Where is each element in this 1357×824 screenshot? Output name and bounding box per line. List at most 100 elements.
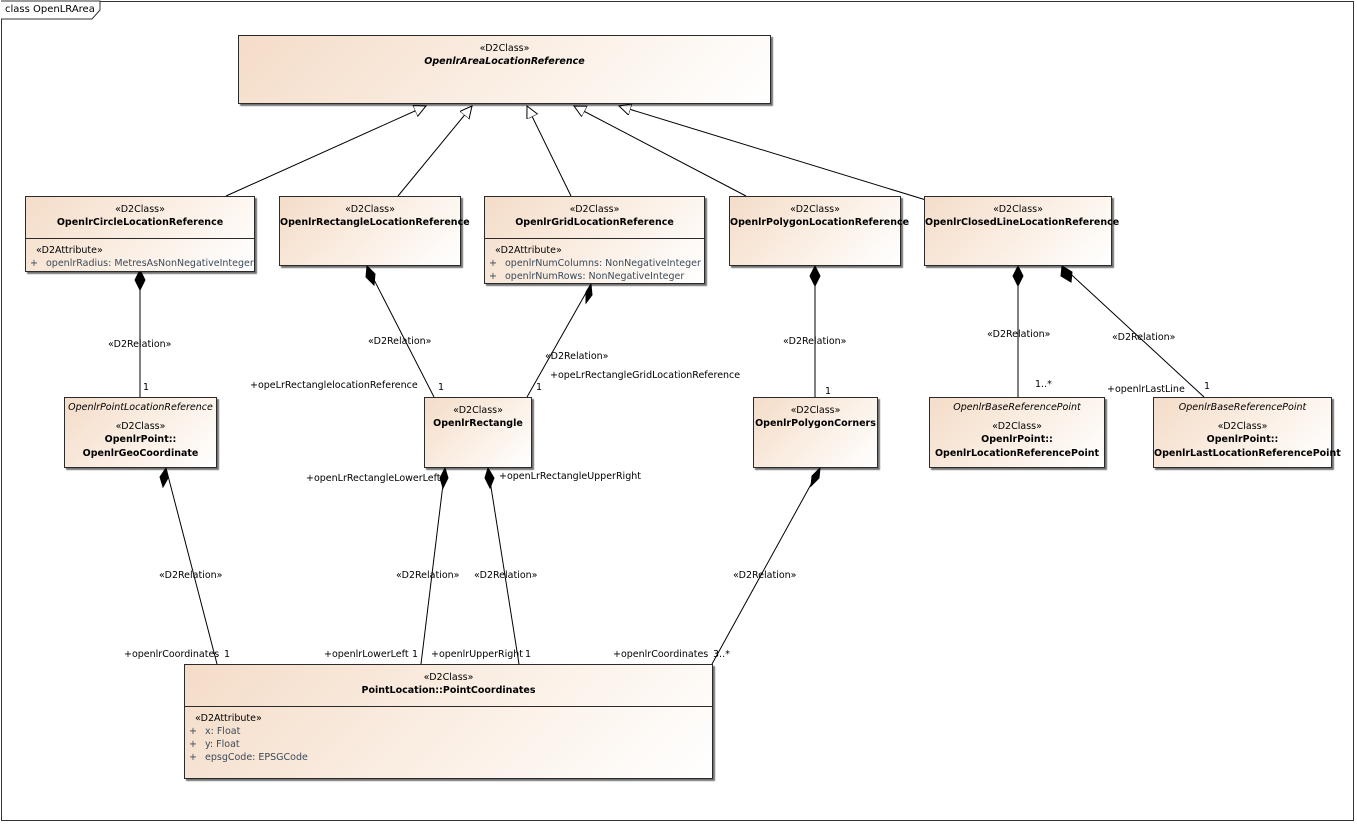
- class-name: PointLocation::PointCoordinates: [361, 685, 536, 696]
- class-point-coordinates[interactable]: «D2Class»PointLocation::PointCoordinates…: [184, 664, 713, 779]
- relation-label: «D2Relation»: [545, 351, 609, 362]
- attribute-row: +openlrNumColumns: NonNegativeInteger: [489, 258, 701, 269]
- class-openlr-polygon-location-reference[interactable]: «D2Class» OpenlrPolygonLocationReference: [729, 196, 910, 266]
- relation-label: «D2Relation»: [108, 339, 172, 350]
- multiplicity-label: 1: [438, 382, 445, 393]
- multiplicity-label: 1: [525, 649, 532, 660]
- attribute-row: +y: Float: [189, 739, 240, 750]
- class-name: OpenlrPoint:: OpenlrGeoCoordinate: [82, 434, 199, 459]
- class-name: OpenlrPolygonLocationReference: [730, 217, 910, 228]
- stereotype-label: «D2Class»: [453, 405, 503, 416]
- relation-label: «D2Relation»: [396, 570, 460, 581]
- multiplicity-label: 1: [825, 386, 832, 397]
- class-openlr-circle-location-reference[interactable]: «D2Class» OpenlrCircleLocationReference «…: [25, 196, 255, 272]
- class-openlr-polygon-corners[interactable]: «D2Class» OpenlrPolygonCorners: [753, 397, 878, 468]
- role-label: +opeLrRectanglelocationReference: [250, 380, 418, 391]
- multiplicity-label: 1: [224, 649, 231, 660]
- attribute-stereotype: «D2Attribute»: [36, 245, 103, 256]
- class-name: OpenlrPoint:: OpenlrLastLocationReferenc…: [1154, 434, 1341, 459]
- parent-type-label: OpenlrPointLocationReference: [68, 402, 213, 413]
- composition-rectref-rectangle: [366, 265, 435, 398]
- attribute-row: +x: Float: [189, 726, 241, 737]
- class-name: OpenlrAreaLocationReference: [424, 56, 585, 67]
- class-name: OpenlrCircleLocationReference: [56, 217, 224, 228]
- attribute-stereotype: «D2Attribute»: [195, 713, 262, 724]
- composition-rectangle-upperright: [487, 467, 520, 665]
- diamond-polygon: [809, 264, 821, 288]
- stereotype-label: «D2Class»: [790, 405, 841, 416]
- stereotype-label: «D2Class»: [1217, 421, 1268, 432]
- diamond-geo: [159, 466, 169, 489]
- class-openlr-closed-line-location-reference[interactable]: «D2Class» OpenlrClosedLineLocationReferen…: [924, 196, 1120, 266]
- multiplicity-label: 1: [1204, 381, 1211, 392]
- stereotype-label: «D2Class»: [569, 204, 620, 215]
- attribute-stereotype: «D2Attribute»: [495, 245, 562, 256]
- stereotype-label: «D2Class»: [993, 204, 1043, 215]
- class-name: OpenlrPolygonCorners: [755, 418, 876, 429]
- role-label: +openlrCoordinates: [613, 649, 709, 660]
- role-label: +openlrCoordinates: [124, 649, 220, 660]
- composition-closed-llrp: [1061, 265, 1205, 398]
- stereotype-label: «D2Class»: [790, 204, 840, 215]
- attribute-row: +openlrNumRows: NonNegativeInteger: [489, 271, 685, 282]
- class-openlr-rectangle-location-reference[interactable]: «D2Class» OpenlrRectangleLocationReferenc…: [279, 196, 470, 266]
- diamond-rectref: [365, 264, 376, 287]
- relation-label: «D2Relation»: [159, 570, 223, 581]
- diamond-circle: [134, 268, 146, 292]
- attribute-divider: [185, 706, 712, 707]
- attribute-divider: [26, 238, 254, 239]
- relation-label: «D2Relation»: [474, 570, 538, 581]
- class-name: OpenlrPoint:: OpenlrLocationReferencePoi…: [934, 434, 1100, 459]
- stereotype-label: «D2Class»: [345, 204, 395, 215]
- class-name: OpenlrRectangleLocationReference: [280, 217, 470, 228]
- parent-type-label: OpenlrBaseReferencePoint: [1178, 402, 1307, 413]
- diamond-closed-llrp: [1060, 265, 1073, 283]
- generalization-rectangle-ref: [397, 106, 472, 197]
- stereotype-label: «D2Class»: [115, 421, 166, 432]
- diamond-closed-lrp: [1012, 264, 1024, 288]
- composition-geo-point: [165, 467, 218, 665]
- role-label: +openlrLastLine: [1107, 384, 1185, 395]
- generalization-circle: [225, 106, 426, 197]
- composition-rectangle-lowerleft: [420, 467, 446, 665]
- role-label: +openlrLowerLeft: [324, 649, 409, 660]
- multiplicity-label: 1: [143, 382, 150, 393]
- relation-label: «D2Relation»: [733, 570, 797, 581]
- class-name: OpenlrGridLocationReference: [515, 217, 674, 228]
- class-openlr-area-location-reference[interactable]: «D2Class» OpenlrAreaLocationReference: [238, 35, 771, 104]
- generalization-polygon: [574, 106, 747, 197]
- relation-label: «D2Relation»: [783, 336, 847, 347]
- multiplicity-label: 1: [536, 382, 543, 393]
- relation-label: «D2Relation»: [1112, 332, 1176, 343]
- class-openlr-geo-coordinate[interactable]: OpenlrPointLocationReference «D2Class» Ope…: [64, 397, 217, 468]
- class-openlr-grid-location-reference[interactable]: «D2Class» OpenlrGridLocationReference «D2…: [484, 196, 705, 284]
- relation-label: «D2Relation»: [368, 336, 432, 347]
- multiplicity-label: 1: [412, 649, 419, 660]
- attribute-divider: [485, 238, 704, 239]
- stereotype-label: «D2Class»: [115, 204, 165, 215]
- composition-corners-point: [711, 467, 821, 665]
- role-label: +opeLrRectangleGridLocationReference: [550, 370, 741, 381]
- stereotype-label: «D2Class»: [992, 421, 1042, 432]
- role-label: +openlrUpperRight: [431, 649, 523, 660]
- diamond-grid: [585, 282, 593, 305]
- generalization-closed-line: [619, 106, 927, 201]
- attribute-row: +openlrRadius: MetresAsNonNegativeIntege…: [30, 258, 254, 269]
- frame-tab-outline: [1, 0, 101, 20]
- role-label: +openLrRectangleUpperRight: [499, 471, 641, 482]
- class-name: OpenlrRectangle: [433, 418, 523, 429]
- class-openlr-last-location-reference-point[interactable]: OpenlrBaseReferencePoint «D2Class» OpenlrP…: [1153, 397, 1341, 468]
- composition-grid-rectangle: [526, 283, 592, 398]
- parent-type-label: OpenlrBaseReferencePoint: [953, 402, 1081, 413]
- generalization-grid: [527, 106, 572, 197]
- stereotype-label: «D2Class»: [479, 43, 530, 54]
- stereotype-label: «D2Class»: [423, 672, 474, 683]
- class-name: OpenlrClosedLineLocationReference: [925, 217, 1120, 228]
- diamond-rect-upperright: [484, 466, 495, 490]
- class-openlr-location-reference-point[interactable]: OpenlrBaseReferencePoint «D2Class» OpenlrP…: [929, 397, 1105, 468]
- attribute-row: +epsgCode: EPSGCode: [189, 752, 308, 763]
- role-label: +openLrRectangleLowerLeft: [306, 473, 441, 484]
- class-openlr-rectangle[interactable]: «D2Class» OpenlrRectangle: [424, 397, 532, 468]
